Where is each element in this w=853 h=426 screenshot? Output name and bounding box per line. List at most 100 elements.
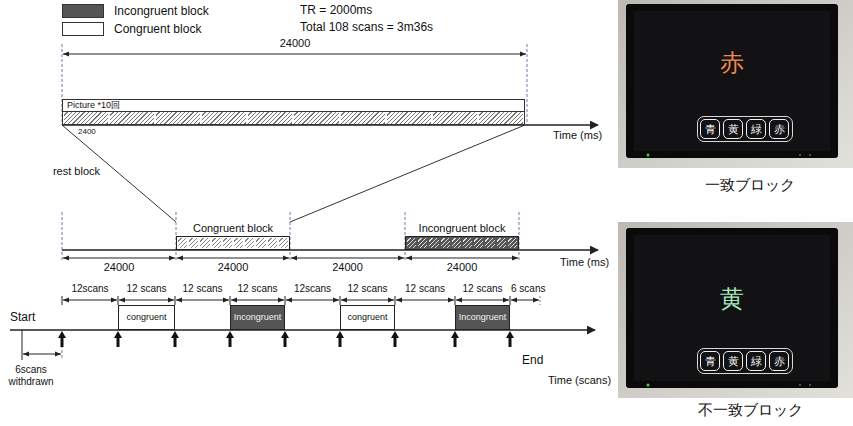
legend-label: Incongruent block (114, 4, 209, 18)
scan-count: 12scans (62, 283, 118, 295)
block-heading: Incongruent block (405, 222, 519, 236)
trial-segment (429, 238, 438, 248)
total-scans-note: Total 108 scans = 3m36s (300, 21, 433, 35)
trial-segment (189, 238, 198, 248)
trial-segment (156, 112, 200, 124)
trial-segment (485, 238, 494, 248)
monitor-photo (618, 0, 853, 168)
answer-button: 赤 (769, 119, 789, 139)
monitor-screen: 黄青黄緑赤 (634, 235, 830, 381)
block-label: Incongruent (459, 312, 507, 323)
axis-label: Time (ms) (553, 129, 602, 142)
scan-count: 12 scans (175, 283, 231, 295)
trial-segment (212, 238, 221, 248)
picture-trial-strip: Picture *10回 (62, 99, 525, 125)
trial-segment (479, 112, 523, 124)
trial-segment (234, 238, 243, 248)
stimulus-word: 赤 (634, 49, 830, 77)
trial-segment (418, 238, 427, 248)
duration-label: 24000 (255, 37, 335, 50)
scan-trigger-arrows (58, 331, 514, 347)
congruent-box: congruent (118, 305, 175, 330)
ms-timeline-top (62, 44, 598, 125)
button-label: 黄 (728, 123, 739, 135)
hatched-block (176, 236, 290, 250)
end-label: End (522, 354, 543, 368)
scan-count: 6 scans (511, 283, 545, 295)
trial-segment (341, 112, 385, 124)
button-label: 緑 (751, 123, 762, 135)
answer-button: 緑 (746, 351, 766, 371)
duration-label: 24000 (79, 261, 159, 274)
button-label: 青 (705, 355, 716, 367)
monitor-photo (618, 222, 853, 398)
axis-label: Time (scans) (548, 374, 611, 387)
axis-label: Time (ms) (560, 256, 609, 269)
rest-block-label: rest block (20, 165, 100, 178)
legend-swatch (62, 4, 104, 18)
zoom-line (290, 125, 525, 222)
answer-button: 黄 (723, 119, 743, 139)
answer-button: 緑 (746, 119, 766, 139)
answer-button: 青 (700, 351, 720, 371)
withdrawn-note: 6scans withdrawn (2, 364, 60, 387)
block-label: Picture *10回 (63, 100, 524, 111)
button-label: 黄 (728, 355, 739, 367)
trial-duration: 2400 (78, 127, 96, 136)
hatched-block (405, 236, 519, 250)
incongruent-box: Incongruent (455, 305, 510, 330)
incongruent-box: Incongruent (230, 305, 285, 330)
stimulus-word: 黄 (634, 285, 830, 313)
trial-segment (200, 238, 209, 248)
button-label: 緑 (751, 355, 762, 367)
trial-segment (245, 238, 254, 248)
trial-segment (452, 238, 461, 248)
button-label: 赤 (774, 123, 785, 135)
block-label: congruent (347, 312, 387, 323)
block-label: Incongruent (234, 312, 282, 323)
button-label: 青 (705, 123, 716, 135)
button-label: 赤 (774, 355, 785, 367)
ms-timeline-blocks (62, 212, 598, 262)
trial-segment (441, 238, 450, 248)
trial-segment (474, 238, 483, 248)
trial-segment (248, 112, 292, 124)
start-label: Start (10, 311, 35, 325)
answer-button: 黄 (723, 351, 743, 371)
legend-swatch (62, 22, 104, 36)
scan-count: 12 scans (119, 283, 175, 295)
trial-segment (202, 112, 246, 124)
duration-label: 24000 (193, 261, 273, 274)
trial-segment (64, 112, 108, 124)
trial-segment (433, 112, 477, 124)
trial-segment (268, 238, 277, 248)
scan-count: 12 scans (397, 283, 453, 295)
trial-segment (497, 238, 506, 248)
photo-caption: 不一致ブロック (675, 401, 825, 418)
congruent-block: Congruent block (176, 222, 290, 250)
trial-segment (110, 112, 154, 124)
monitor-screen: 赤青黄緑赤 (634, 11, 830, 151)
duration-label: 24000 (422, 261, 502, 274)
scan-count: 12 scans (455, 283, 511, 295)
congruent-box: congruent (340, 305, 395, 330)
trial-segment (387, 112, 431, 124)
trial-segment (463, 238, 472, 248)
trial-segment (407, 238, 416, 248)
scan-count: 12 scans (340, 283, 396, 295)
tr-note: TR = 2000ms (300, 4, 372, 18)
scan-timeline (10, 296, 595, 360)
legend-label: Congruent block (114, 22, 201, 36)
photo-caption: 一致ブロック (690, 176, 810, 193)
trial-segment (508, 238, 517, 248)
answer-button: 赤 (769, 351, 789, 371)
scan-count: 12 scans (230, 283, 286, 295)
trial-segment (256, 238, 265, 248)
trial-segment (223, 238, 232, 248)
trial-segment (178, 238, 187, 248)
hatch-strip (63, 111, 524, 124)
trial-segment (294, 112, 338, 124)
block-heading: Congruent block (176, 222, 290, 236)
incongruent-block: Incongruent block (405, 222, 519, 250)
duration-label: 24000 (308, 261, 388, 274)
